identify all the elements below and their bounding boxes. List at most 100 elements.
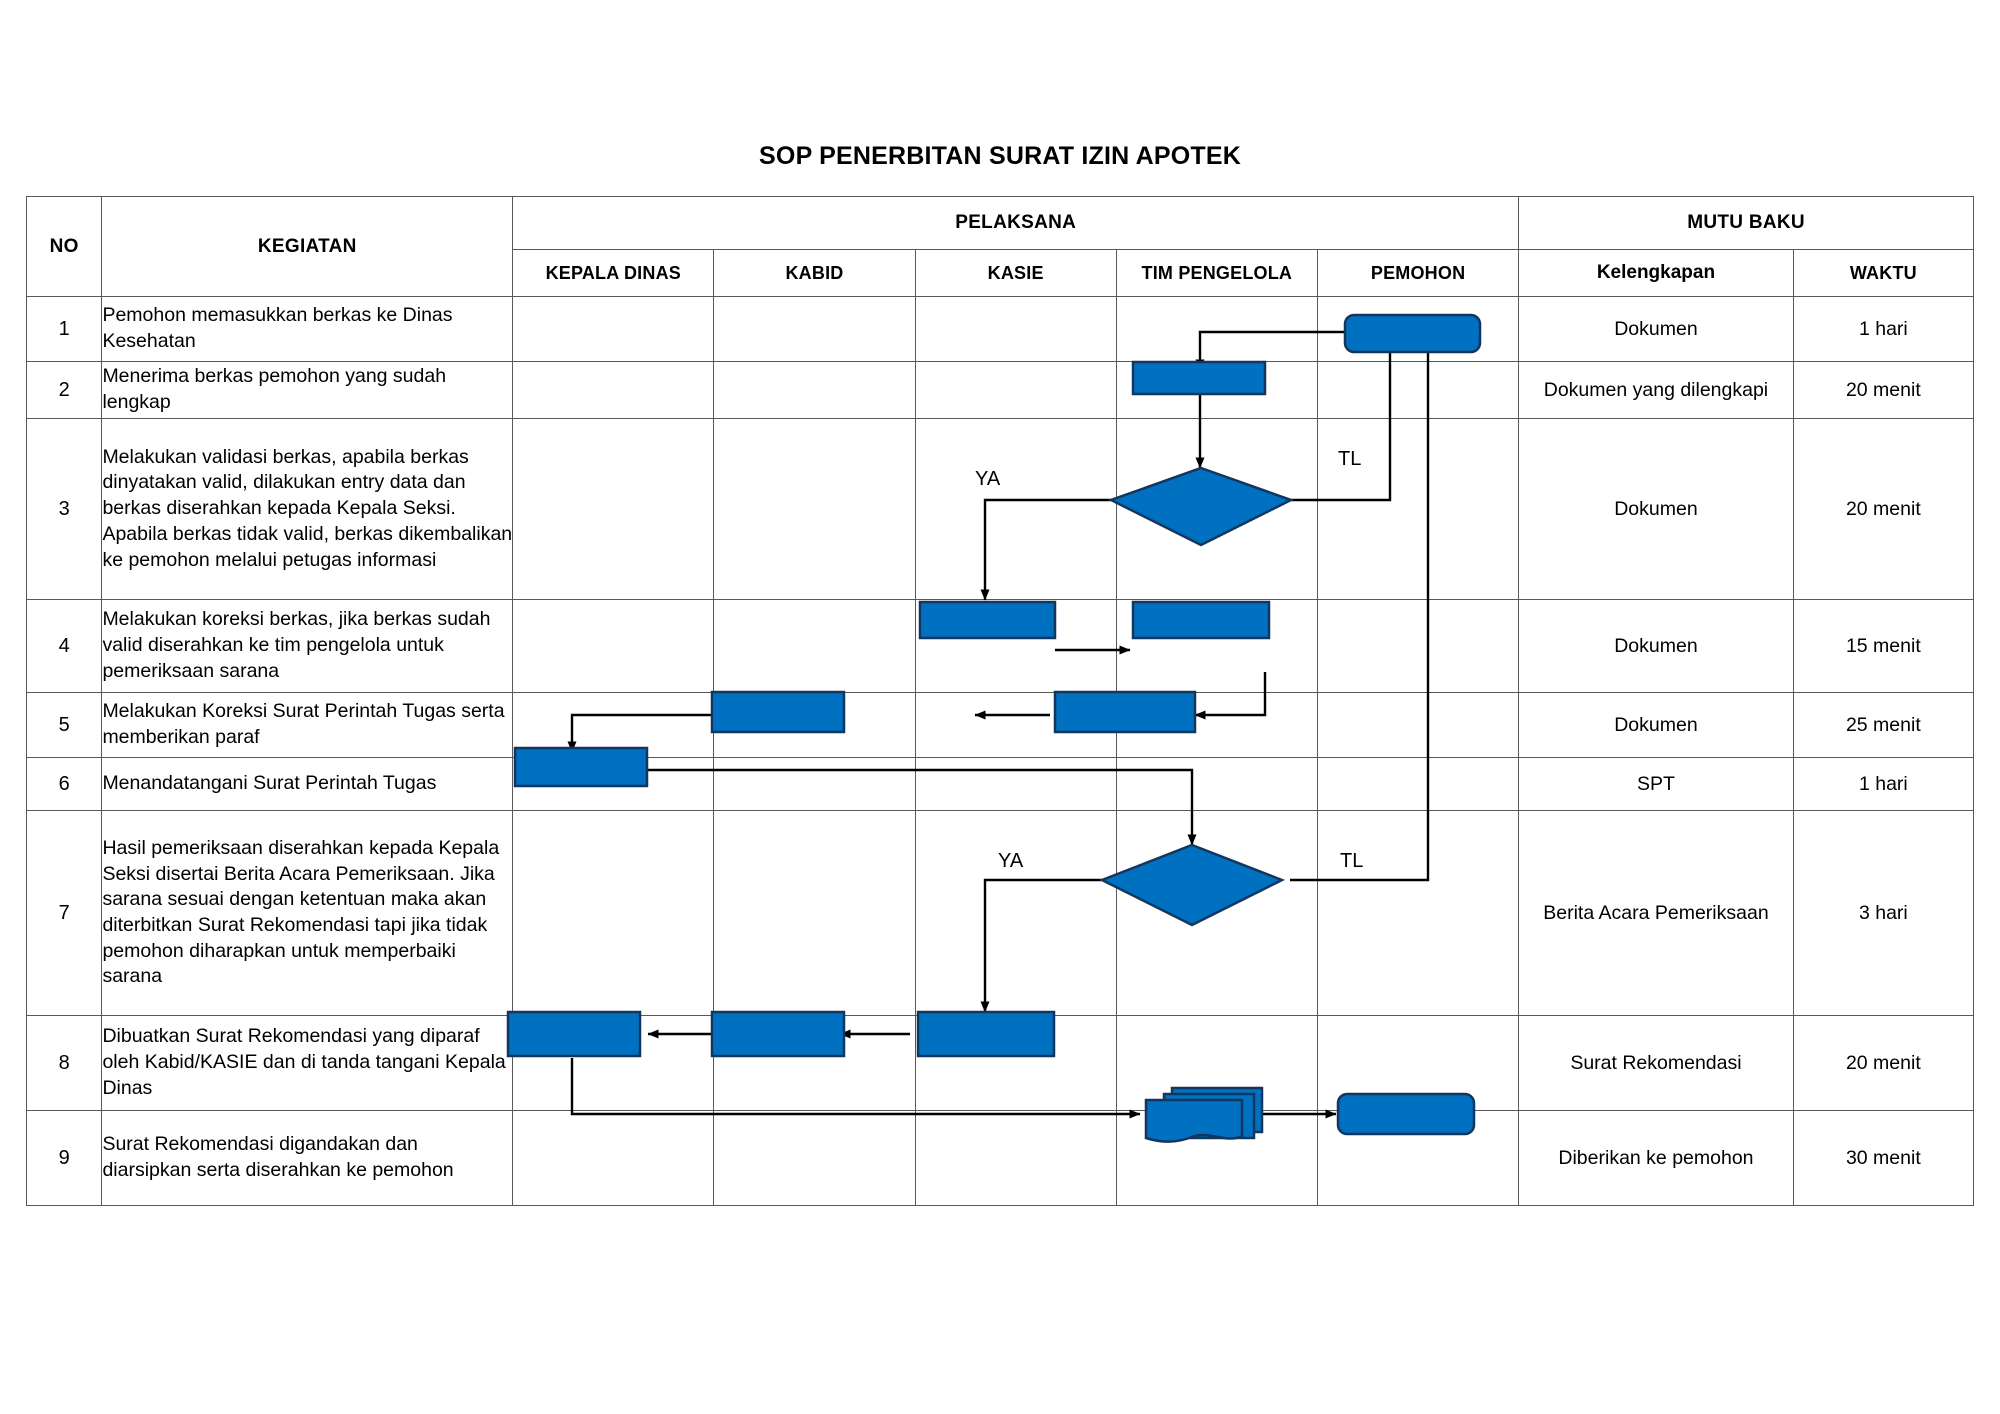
lane-cell-kabid [713, 418, 916, 600]
row-number: 2 [25, 361, 103, 419]
row-number: 3 [25, 418, 103, 600]
lane-cell-pemohon [1316, 418, 1520, 600]
row-number: 5 [25, 692, 103, 758]
lane-cell-kasie [914, 810, 1117, 1016]
row-number: 9 [25, 1110, 103, 1206]
lane-cell-kabid [713, 692, 916, 758]
row-waktu: 25 menit [1792, 692, 1975, 758]
row-kelengkapan: Diberikan ke pemohon [1518, 1110, 1794, 1206]
branch-label-tl-row7: TL [1340, 850, 1364, 872]
row-activity: Melakukan validasi berkas, apabila berka… [101, 418, 514, 600]
row-activity: Melakukan koreksi berkas, jika berkas su… [101, 599, 514, 693]
lane-cell-pemohon [1316, 810, 1520, 1016]
row-waktu: 1 hari [1792, 757, 1975, 811]
column-header-mutu-baku: MUTU BAKU [1518, 196, 1974, 250]
lane-cell-tim-pengelola [1115, 757, 1318, 811]
lane-cell-pemohon [1316, 757, 1520, 811]
table-row: 1 Pemohon memasukkan berkas ke Dinas Kes… [25, 296, 1975, 362]
lane-cell-kasie [914, 361, 1117, 419]
lane-cell-kabid [713, 361, 916, 419]
table-row: 6 Menandatangani Surat Perintah Tugas SP… [25, 757, 1975, 811]
table-body: 1 Pemohon memasukkan berkas ke Dinas Kes… [25, 296, 1975, 1206]
lane-cell-kepala-dinas [512, 692, 715, 758]
lane-cell-kepala-dinas [512, 361, 715, 419]
branch-label-ya-row3: YA [975, 468, 1001, 490]
row-number: 7 [25, 810, 103, 1016]
row-number: 8 [25, 1015, 103, 1111]
row-activity: Menandatangani Surat Perintah Tugas [101, 757, 514, 811]
lane-cell-tim-pengelola [1115, 296, 1318, 362]
column-header-kelengkapan: Kelengkapan [1518, 249, 1794, 297]
row-kelengkapan: Berita Acara Pemeriksaan [1518, 810, 1794, 1016]
lane-cell-kasie [914, 692, 1117, 758]
row-waktu: 3 hari [1792, 810, 1975, 1016]
lane-cell-tim-pengelola [1115, 361, 1318, 419]
row-kelengkapan: SPT [1518, 757, 1794, 811]
lane-cell-pemohon [1316, 296, 1520, 362]
lane-cell-tim-pengelola [1115, 1015, 1318, 1111]
column-header-pelaksana: PELAKSANA [512, 196, 1520, 250]
header-row-top: NO KEGIATAN PELAKSANA MUTU BAKU [25, 196, 1974, 297]
table-row: 5 Melakukan Koreksi Surat Perintah Tugas… [25, 692, 1975, 758]
lane-cell-kasie [914, 757, 1117, 811]
row-waktu: 1 hari [1792, 296, 1975, 362]
lane-header-kepala-dinas: KEPALA DINAS [512, 249, 715, 297]
row-waktu: 20 menit [1792, 361, 1975, 419]
lane-header-tim-pengelola: TIM PENGELOLA [1115, 249, 1318, 297]
row-kelengkapan: Dokumen [1518, 692, 1794, 758]
lane-header-kabid: KABID [713, 249, 916, 297]
branch-label-tl-row3: TL [1338, 448, 1362, 470]
sop-table: NO KEGIATAN PELAKSANA MUTU BAKU KEPALA D… [25, 196, 1975, 1206]
row-number: 4 [25, 599, 103, 693]
row-kelengkapan: Dokumen yang dilengkapi [1518, 361, 1794, 419]
column-header-no: NO [25, 196, 103, 297]
column-header-kegiatan: KEGIATAN [101, 196, 514, 297]
table-row: 8 Dibuatkan Surat Rekomendasi yang dipar… [25, 1015, 1975, 1111]
lane-cell-kasie [914, 418, 1117, 600]
row-activity: Melakukan Koreksi Surat Perintah Tugas s… [101, 692, 514, 758]
row-number: 6 [25, 757, 103, 811]
lane-cell-kasie [914, 296, 1117, 362]
lane-cell-pemohon [1316, 1015, 1520, 1111]
lane-cell-kepala-dinas [512, 1110, 715, 1206]
header-row-sub: KEPALA DINAS KABID KASIE TIM PENGELOLA P… [27, 249, 1975, 297]
lane-header-kasie: KASIE [914, 249, 1117, 297]
row-activity: Surat Rekomendasi digandakan dan diarsip… [101, 1110, 514, 1206]
lane-cell-tim-pengelola [1115, 599, 1318, 693]
row-waktu: 20 menit [1792, 418, 1975, 600]
table-row: 7 Hasil pemeriksaan diserahkan kepada Ke… [25, 810, 1975, 1016]
lane-cell-kepala-dinas [512, 418, 715, 600]
lane-cell-kabid [713, 1015, 916, 1111]
row-number: 1 [25, 296, 103, 362]
table-row: 4 Melakukan koreksi berkas, jika berkas … [25, 599, 1975, 693]
lane-cell-kabid [713, 810, 916, 1016]
row-waktu: 30 menit [1792, 1110, 1975, 1206]
lane-cell-kasie [914, 599, 1117, 693]
lane-cell-pemohon [1316, 1110, 1520, 1206]
lane-cell-kasie [914, 1015, 1117, 1111]
row-kelengkapan: Surat Rekomendasi [1518, 1015, 1794, 1111]
lane-cell-tim-pengelola [1115, 1110, 1318, 1206]
lane-cell-pemohon [1316, 599, 1520, 693]
lane-cell-pemohon [1316, 692, 1520, 758]
row-kelengkapan: Dokumen [1518, 599, 1794, 693]
page-title: SOP PENERBITAN SURAT IZIN APOTEK [759, 142, 1241, 170]
lane-header-pemohon: PEMOHON [1316, 249, 1520, 297]
lane-cell-kepala-dinas [512, 757, 715, 811]
lane-cell-kepala-dinas [512, 296, 715, 362]
lane-cell-kabid [713, 599, 916, 693]
lane-cell-tim-pengelola [1115, 810, 1318, 1016]
table-row: 9 Surat Rekomendasi digandakan dan diars… [25, 1110, 1975, 1206]
lane-cell-kabid [713, 757, 916, 811]
lane-cell-kepala-dinas [512, 1015, 715, 1111]
row-waktu: 20 menit [1792, 1015, 1975, 1111]
lane-cell-kepala-dinas [512, 810, 715, 1016]
lane-cell-kepala-dinas [512, 599, 715, 693]
table-row: 3 Melakukan validasi berkas, apabila ber… [25, 418, 1975, 600]
lane-cell-kasie [914, 1110, 1117, 1206]
row-activity: Hasil pemeriksaan diserahkan kepada Kepa… [101, 810, 514, 1016]
lane-cell-tim-pengelola [1115, 418, 1318, 600]
column-header-waktu: WAKTU [1792, 249, 1975, 297]
table-head: NO KEGIATAN PELAKSANA MUTU BAKU KEPALA D… [25, 196, 1975, 297]
